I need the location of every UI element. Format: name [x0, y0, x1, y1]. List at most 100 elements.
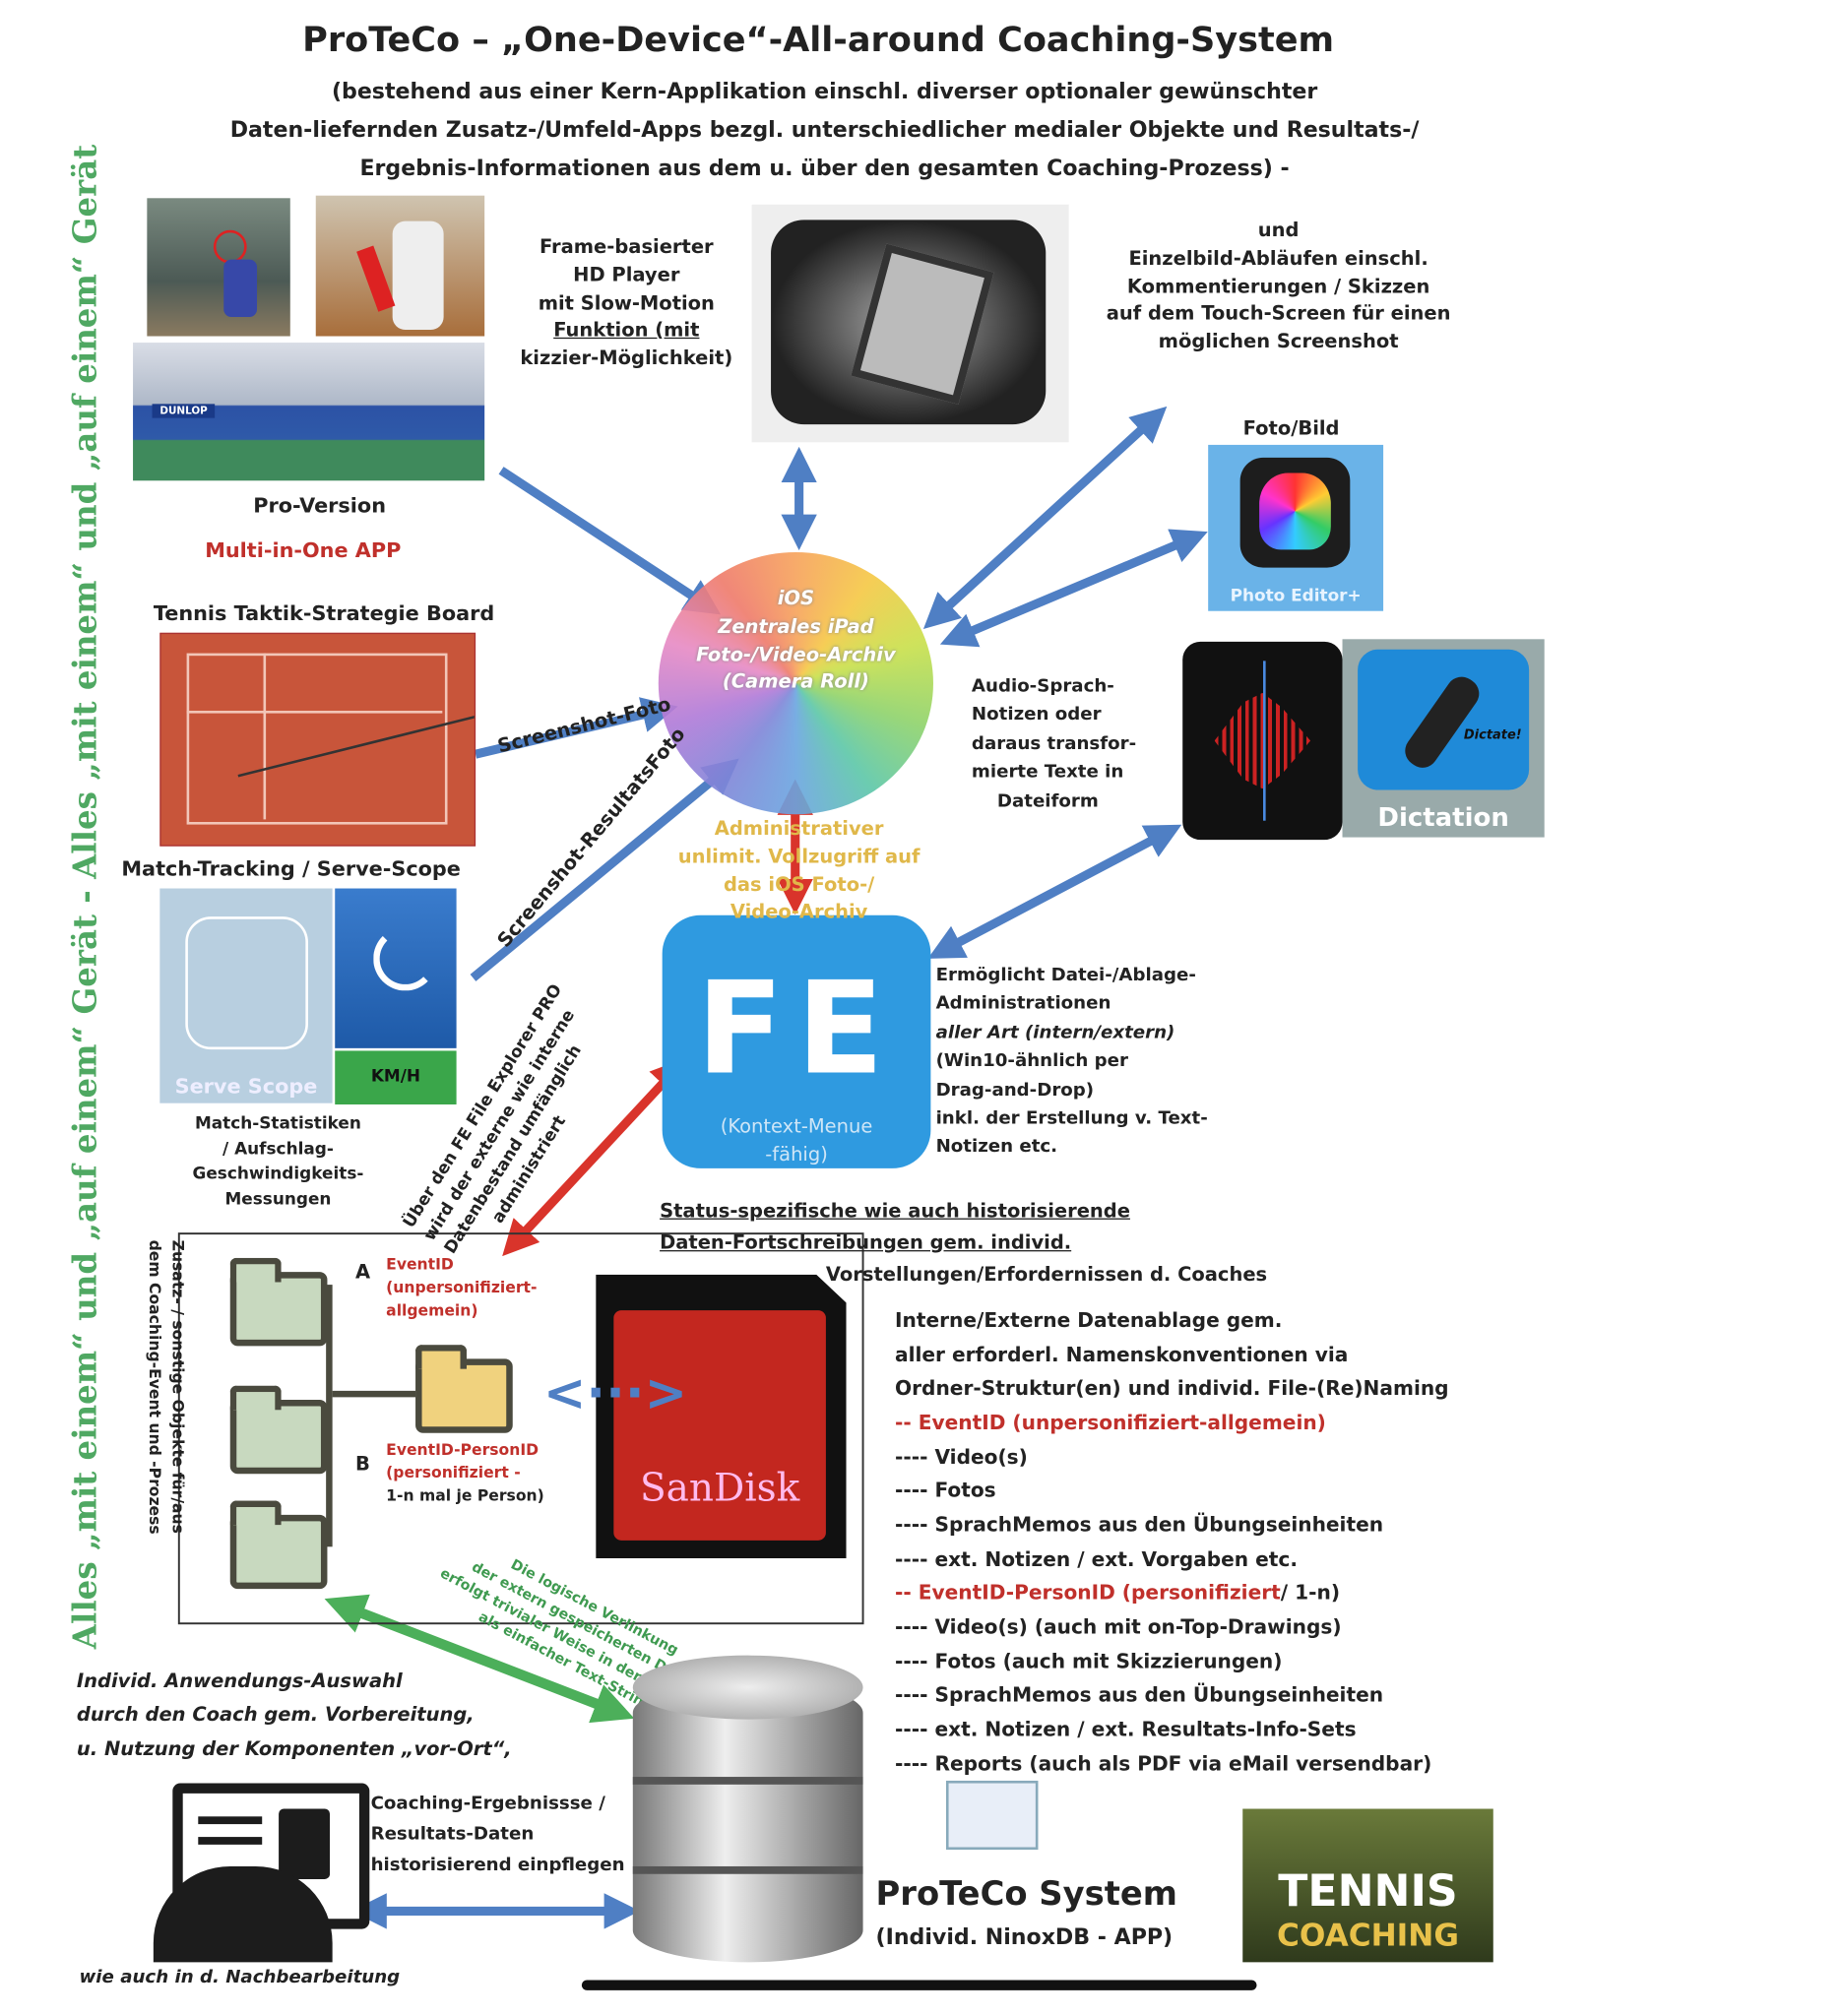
- folder-b-letter: B: [355, 1452, 370, 1476]
- fe-context-label: (Kontext-Menue -fähig): [663, 1113, 931, 1168]
- fe-file-explorer-app-icon: FE (Kontext-Menue -fähig): [662, 914, 931, 1168]
- system-name: ProTeCo System: [875, 1875, 1177, 1915]
- text-line: iOS: [777, 587, 815, 610]
- text-line: Status-spezifische wie auch historisiere…: [660, 1199, 1130, 1223]
- dictate-label: Dictate!: [1463, 728, 1522, 743]
- kmh-badge: KM/H: [335, 1050, 457, 1104]
- home-indicator[interactable]: [581, 1980, 1257, 1990]
- text-line: EventID-PersonID: [386, 1440, 540, 1459]
- list-item: ---- Video(s): [895, 1445, 1028, 1469]
- hd-player-app-icon: [751, 204, 1069, 443]
- folder-b-text: EventID-PersonID (personifiziert - 1-n mal…: [386, 1438, 544, 1507]
- folder-icon: [229, 1500, 328, 1590]
- serve-scope-app-icon: Serve Scope: [159, 888, 333, 1103]
- list-item: ---- ext. Notizen / ext. Vorgaben etc.: [895, 1547, 1298, 1571]
- photos-app-icon: [658, 551, 933, 815]
- text-line: allgemein): [386, 1300, 478, 1320]
- match-tracking-title: Match-Tracking / Serve-Scope: [121, 856, 461, 881]
- tennis-photo-1: [147, 198, 290, 337]
- group-b-heading: -- EventID-PersonID (personifiziert/ 1-n…: [895, 1576, 1559, 1610]
- text-line: Video-Archiv: [730, 900, 868, 923]
- text-line: Resultats-Daten: [370, 1823, 535, 1845]
- folder-icon: [229, 1385, 328, 1475]
- text-line: historisierend einpflegen: [370, 1854, 625, 1875]
- list-item: ---- Reports (auch als PDF via eMail ver…: [895, 1751, 1432, 1776]
- speed-radar-icon: [335, 888, 457, 1048]
- text-line: und: [1257, 219, 1300, 242]
- subtitle-line: Ergebnis-Informationen aus dem u. über d…: [359, 155, 1290, 181]
- multi-in-one-label: Multi-in-One APP: [205, 537, 402, 563]
- text-line: das iOS Foto-/: [723, 872, 875, 896]
- text-line: Dateiform: [996, 790, 1099, 812]
- subtitle-line: (bestehend aus einer Kern-Applikation ei…: [331, 79, 1318, 105]
- arrow-einzelbild-archive: [922, 406, 1168, 630]
- fe-logo: FE: [696, 953, 897, 1103]
- group-b-red: -- EventID-PersonID (personifiziert: [895, 1581, 1281, 1606]
- voice-memo-waveform-icon: [1182, 641, 1343, 841]
- text-line: Vorstellungen/Erfordernissen d. Coaches: [825, 1262, 1268, 1286]
- text-line: Interne/Externe Datenablage gem.: [895, 1308, 1283, 1333]
- text-line: (personifiziert -: [386, 1463, 521, 1482]
- folder-icon: [229, 1257, 328, 1347]
- arrow-audio-fe: [927, 824, 1182, 959]
- list-item: ---- SprachMemos aus den Übungseinheiten: [895, 1683, 1384, 1707]
- tactics-board-image: [159, 632, 476, 847]
- text-line: Zentrales iPad: [718, 614, 874, 638]
- match-stats-description: Match-Statistiken/ Aufschlag-Geschwindig…: [159, 1112, 396, 1212]
- text-line: Foto-/Video-Archiv: [696, 642, 896, 665]
- text-line: (Kontext-Menue: [720, 1114, 873, 1138]
- text-line: inkl. der Erstellung v. Text-: [935, 1107, 1208, 1129]
- tennis-coaching-book-cover: TENNIS COACHING: [1242, 1808, 1493, 1963]
- text-line: auf dem Touch-Screen für einen: [1106, 301, 1451, 326]
- photo-editor-app-icon: Photo Editor+: [1208, 444, 1384, 611]
- photo-editor-label: Photo Editor+: [1230, 587, 1362, 606]
- text-line: daraus transfor-: [971, 733, 1137, 754]
- database-icon: [632, 1655, 863, 1976]
- text-line: aller erforderl. Namenskonventionen via: [895, 1343, 1349, 1366]
- sd-card-icon: SanDisk: [596, 1274, 847, 1558]
- text-line: Frame-basierter: [539, 234, 714, 259]
- group-b-rest: / 1-n): [1280, 1581, 1341, 1606]
- tactics-board-title: Tennis Taktik-Strategie Board: [153, 600, 495, 626]
- status-note: Status-spezifische wie auch historisiere…: [660, 1195, 1324, 1290]
- highlighted-folder-icon: [415, 1345, 513, 1433]
- text-line: Audio-Sprach-: [971, 675, 1114, 697]
- text-line: (unpersonifiziert-: [386, 1278, 538, 1296]
- text-line: HD Player: [573, 263, 680, 286]
- book-title-2: COACHING: [1277, 1917, 1459, 1954]
- text-line: kizzier-Möglichkeit): [520, 346, 733, 370]
- arrow-photoeditor-archive: [939, 529, 1208, 648]
- pro-version-label: Pro-Version: [253, 493, 386, 518]
- text-line: unlimit. Vollzugriff auf: [677, 845, 920, 868]
- text-line: (Win10-ähnlich per: [935, 1050, 1128, 1072]
- text-line: -fähig): [765, 1142, 828, 1166]
- dictation-app-icon: Dictate!Dictation: [1342, 639, 1545, 838]
- text-line: Zusatz- / sonstige Objekte für/aus: [168, 1239, 187, 1534]
- text-line: mierte Texte in: [971, 762, 1124, 783]
- tennis-hall-photo: DUNLOP: [133, 343, 485, 481]
- list-item: ---- SprachMemos aus den Übungseinheiten: [895, 1513, 1384, 1537]
- tree-line: [332, 1390, 416, 1398]
- text-line: Kommentierungen / Skizzen: [1126, 274, 1430, 297]
- text-line: 1-n mal je Person): [386, 1486, 544, 1505]
- text-line: u. Nutzung der Komponenten „vor-Ort“,: [76, 1736, 512, 1760]
- text-line: aller Art (intern/extern): [935, 1022, 1175, 1043]
- coach-person-icon: [153, 1865, 333, 1963]
- subtitle-line: Daten-liefernden Zusatz-/Umfeld-Apps bez…: [229, 117, 1420, 144]
- tree-line: [326, 1285, 333, 1547]
- list-item: ---- Fotos: [895, 1479, 996, 1503]
- text-line: möglichen Screenshot: [1158, 330, 1399, 353]
- transfer-arrow-icon: <···>: [542, 1363, 688, 1423]
- side-slogan: Alles „mit einem“ und „auf einem“ Gerät …: [66, 144, 104, 1650]
- list-item: ---- ext. Notizen / ext. Resultats-Info-…: [895, 1718, 1357, 1741]
- text-line: Ermöglicht Datei-/Ablage-: [935, 965, 1196, 986]
- text-line: Match-Statistiken: [194, 1114, 361, 1134]
- storage-structure-list: Interne/Externe Datenablage gem. aller e…: [895, 1304, 1559, 1782]
- sandisk-brand: SanDisk: [639, 1466, 800, 1511]
- folder-a-text: EventID(unpersonifiziert-allgemein): [386, 1253, 537, 1322]
- fe-description: Ermöglicht Datei-/Ablage-Administratione…: [936, 962, 1269, 1163]
